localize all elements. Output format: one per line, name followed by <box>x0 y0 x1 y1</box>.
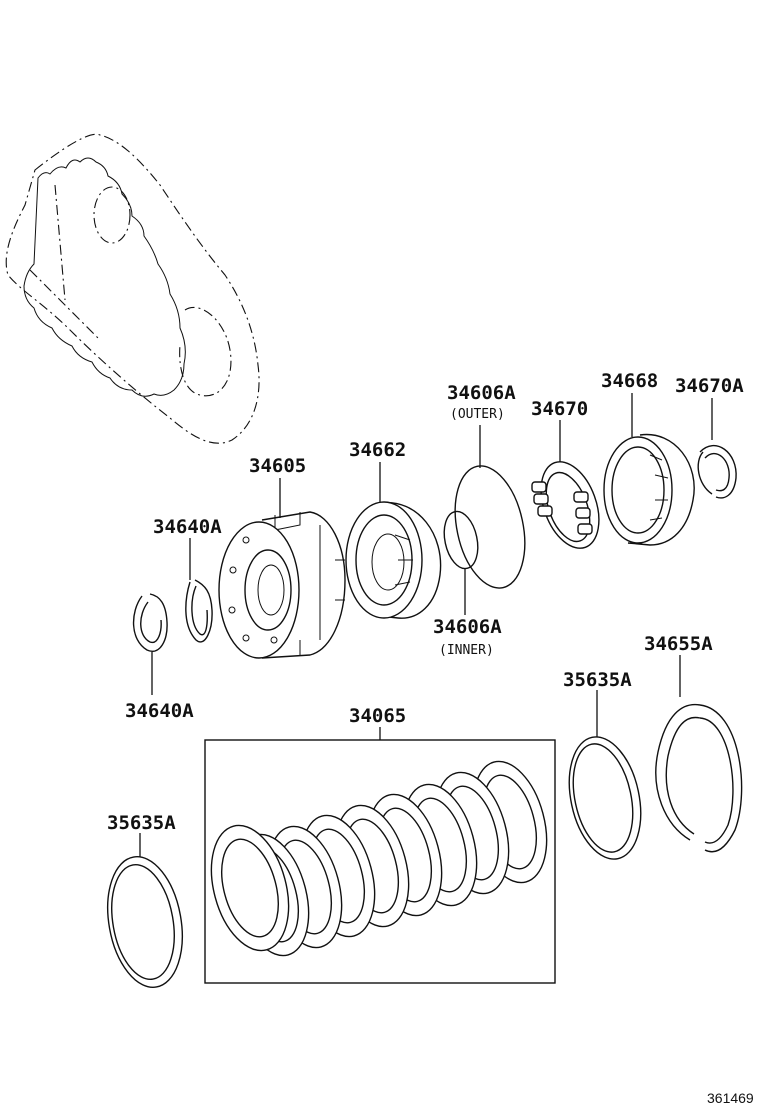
label-35635A-left: 35635A <box>107 812 176 834</box>
part-34605-hub <box>218 511 346 659</box>
label-34640A-bottom: 34640A <box>125 700 194 722</box>
label-34670: 34670 <box>531 398 588 420</box>
label-34606A-outer: 34606A <box>447 382 516 404</box>
label-34668: 34668 <box>601 370 658 392</box>
leader-lines <box>139 393 713 857</box>
label-34670A: 34670A <box>675 375 744 397</box>
label-34606A-inner: 34606A <box>433 616 502 638</box>
reference-number: 361469 <box>707 1090 754 1106</box>
part-35635A-right-plate <box>568 736 642 860</box>
part-34606A-outer-ring <box>454 465 526 589</box>
label-34655A: 34655A <box>644 633 713 655</box>
label-34605: 34605 <box>249 455 306 477</box>
label-34662: 34662 <box>349 439 406 461</box>
note-inner: (INNER) <box>439 643 494 658</box>
part-34662-piston <box>345 501 442 619</box>
part-34640A-snap-ring-left <box>132 593 168 652</box>
part-34640A-snap-ring-right <box>185 579 213 643</box>
part-34670-spring-retainer <box>531 461 600 549</box>
note-outer: (OUTER) <box>450 407 505 422</box>
part-34668-drum <box>603 433 695 546</box>
label-34640A-top: 34640A <box>153 516 222 538</box>
part-34670A-snap-ring <box>697 445 737 499</box>
label-35635A-right: 35635A <box>563 669 632 691</box>
label-34065: 34065 <box>349 705 406 727</box>
part-34065-clutch-discs <box>210 760 548 957</box>
part-34655A-snap-ring <box>655 703 743 853</box>
part-34606A-inner-ring <box>443 510 479 570</box>
part-35635A-left-plate <box>107 856 183 988</box>
transmission-case-outline <box>5 133 260 444</box>
